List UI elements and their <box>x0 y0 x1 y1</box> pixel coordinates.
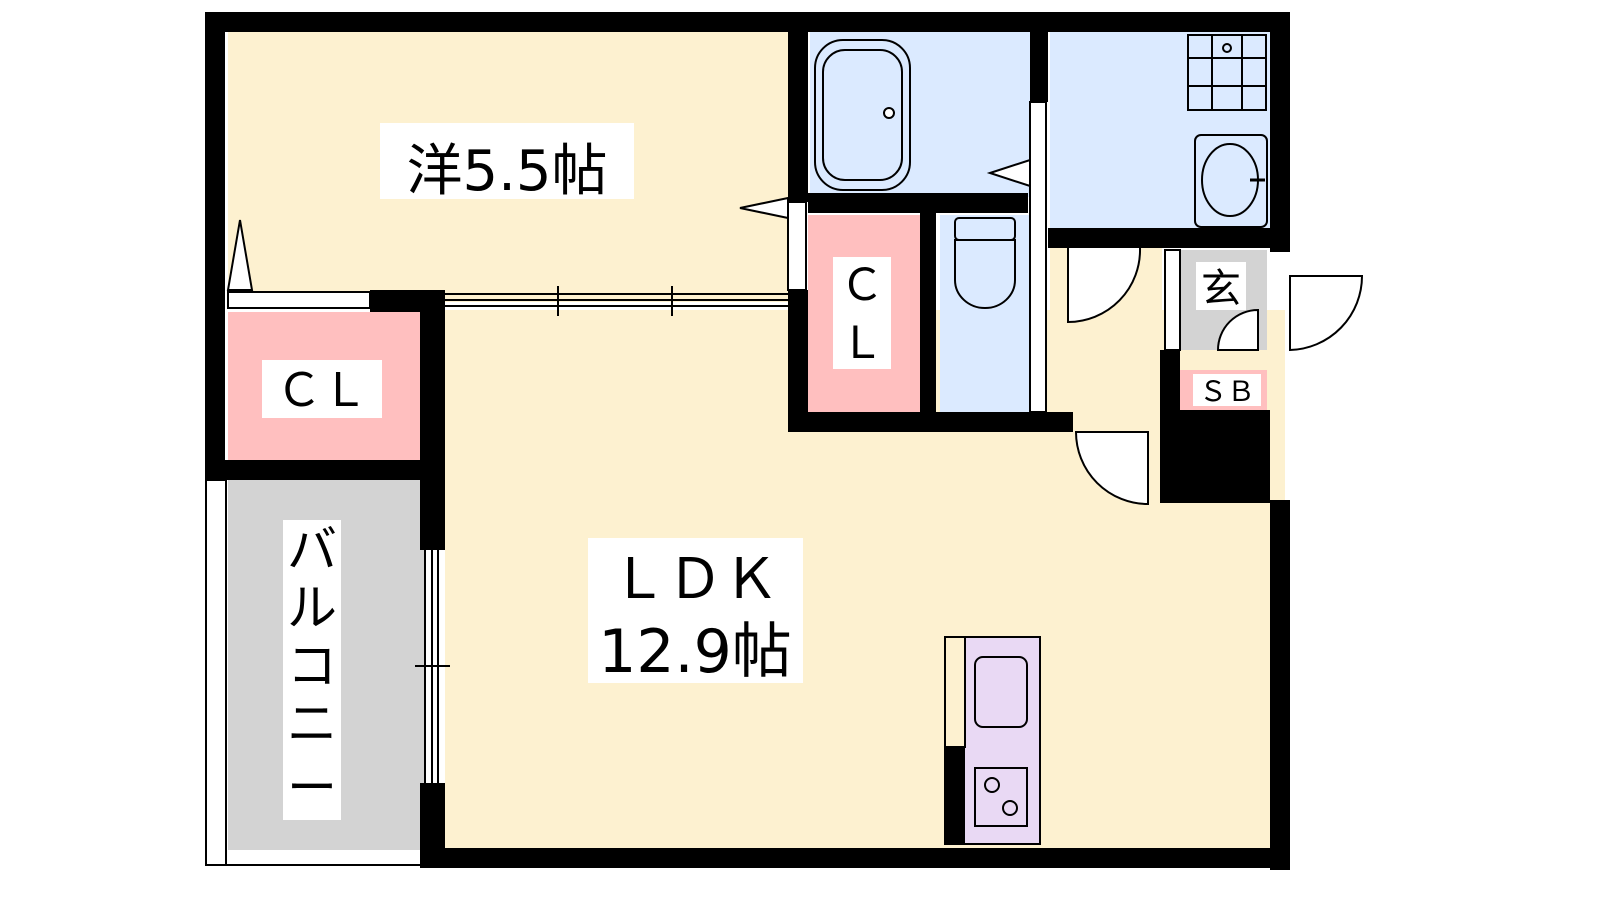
shoe-box-label-bg <box>1193 374 1261 406</box>
bathtub-icon <box>814 39 911 191</box>
entrance-step <box>1164 249 1181 351</box>
closet-bedroom-label-bg <box>262 360 382 418</box>
door-swing-hall <box>1067 247 1142 324</box>
entrance-label-bg <box>1196 262 1246 310</box>
ldk-label-bg <box>588 538 803 683</box>
balcony-label-5: ー <box>287 759 337 817</box>
balcony-label-2: ル <box>287 579 337 637</box>
closet-small-label-1: Ｃ <box>840 260 884 311</box>
stove-icon <box>974 767 1028 827</box>
closet-small-label-2: Ｌ <box>840 318 884 369</box>
western-room-label-bg <box>380 123 634 199</box>
door-swing-ldk <box>1074 431 1149 506</box>
walls <box>205 12 1290 870</box>
entrance-label: 玄 <box>1201 266 1241 312</box>
opening-marker-2 <box>739 196 789 220</box>
opening-marker-1 <box>226 219 254 291</box>
balcony-rail <box>205 479 227 866</box>
opening-marker-3 <box>986 158 1031 188</box>
closet-bedroom-label: ＣＬ <box>276 363 368 417</box>
balcony-label-4: ニ <box>287 695 337 753</box>
ldk-size-label: 12.9帖 <box>598 617 792 687</box>
balcony-window <box>415 550 450 783</box>
closet-door-bedroom <box>227 291 371 309</box>
closet-small-label-bg <box>833 257 891 369</box>
door-swing-entrance-inner <box>1216 308 1259 351</box>
sliding-door-western <box>445 286 788 316</box>
western-room-label: 洋5.5帖 <box>406 139 607 204</box>
washing-machine-icon <box>1187 34 1267 111</box>
toilet-icon <box>954 217 1016 309</box>
ldk-name-label: ＬＤＫ <box>611 547 779 612</box>
balcony-label-1: バ <box>287 521 337 579</box>
wash-basin-icon <box>1194 134 1268 228</box>
toilet-door <box>1029 101 1047 413</box>
balcony-label-bg <box>283 520 341 820</box>
door-swing-front <box>1289 275 1364 352</box>
closet-door-small <box>787 201 807 291</box>
sink-icon <box>974 656 1028 728</box>
shoe-box-label: ＳＢ <box>1199 375 1255 408</box>
balcony-label-3: コ <box>287 637 337 695</box>
